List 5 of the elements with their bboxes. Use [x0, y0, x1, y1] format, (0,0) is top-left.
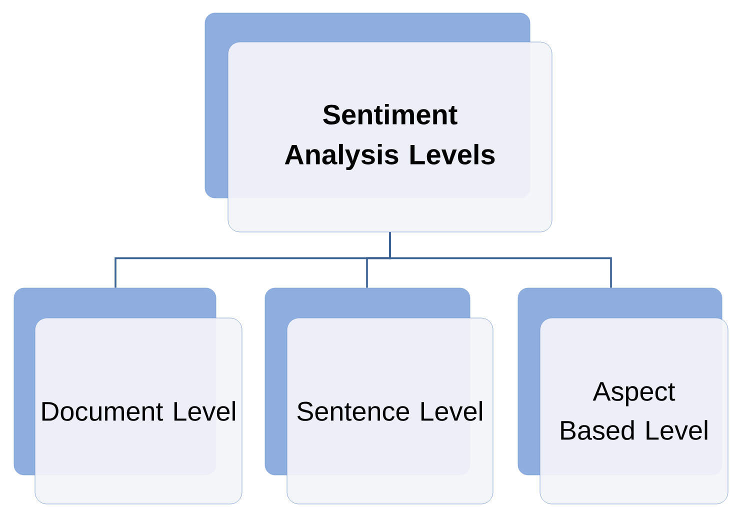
level-box: Sentiment Analysis Levels [204, 12, 552, 232]
level-box: Document Level [14, 288, 242, 504]
level-box: Aspect Based Level [518, 288, 728, 504]
level-box: Sentence Level [264, 288, 494, 504]
connector-line [389, 232, 612, 288]
